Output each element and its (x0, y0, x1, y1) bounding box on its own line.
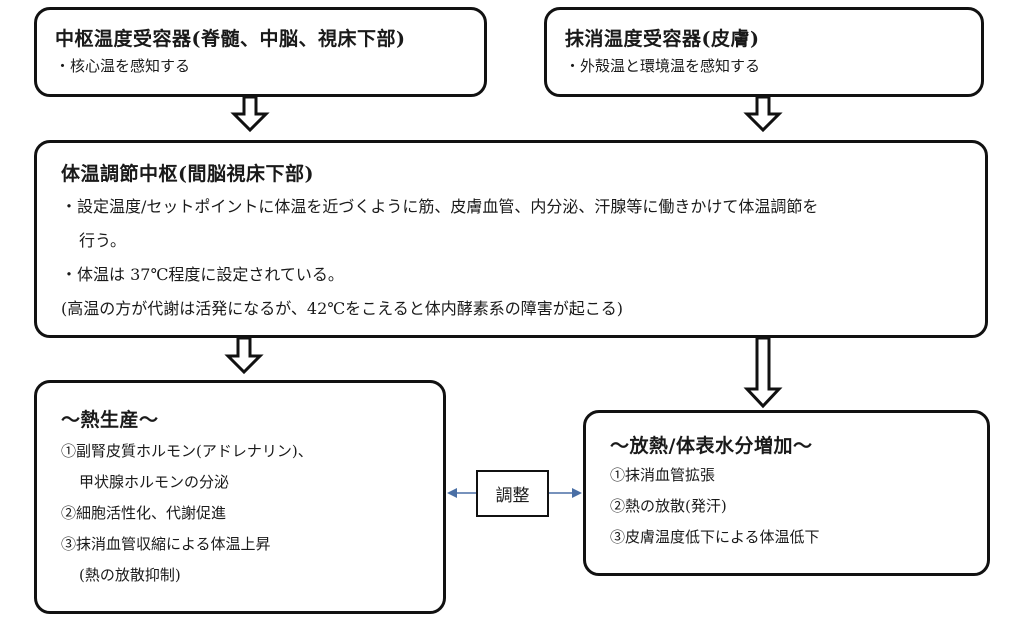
arrow-central-to-center (230, 95, 270, 133)
central-receptor-title: 中枢温度受容器(脊髄、中脳、視床下部) (55, 28, 406, 50)
heat-dissipation-item: ③皮膚温度低下による体温低下 (610, 528, 820, 546)
adjust-arrowhead-right (572, 488, 582, 498)
heat-dissipation-item: ①抹消血管拡張 (610, 466, 716, 484)
heat-production-item: ①副腎皮質ホルモン(アドレナリン)、 (61, 442, 313, 460)
peripheral-receptor-title: 抹消温度受容器(皮膚) (565, 28, 760, 50)
adjustment-box: 調整 (476, 470, 549, 517)
central-receptor-item: ・核心温を感知する (55, 57, 191, 75)
heat-dissipation-box: ～放熱/体表水分増加～ ①抹消血管拡張 ②熱の放散(発汗) ③皮膚温度低下による… (583, 410, 990, 576)
heat-dissipation-title: ～放熱/体表水分増加～ (610, 435, 813, 457)
heat-dissipation-item: ②熱の放散(発汗) (610, 497, 727, 515)
central-receptor-box: 中枢温度受容器(脊髄、中脳、視床下部) ・核心温を感知する (34, 7, 487, 97)
center-item-note: (高温の方が代謝は活発になるが、42℃をこえると体内酵素系の障害が起こる) (61, 299, 623, 318)
center-item-setpoint: ・設定温度/セットポイントに体温を近づくように筋、皮膚血管、内分泌、汗腺等に働き… (61, 197, 819, 216)
thermoregulation-center-title: 体温調節中枢(間脳視床下部) (61, 163, 314, 185)
arrow-center-to-heat-dissipation (743, 336, 783, 409)
arrow-center-to-heat-production (224, 336, 264, 375)
heat-production-item: ②細胞活性化、代謝促進 (61, 504, 227, 522)
adjustment-label: 調整 (495, 486, 530, 506)
adjust-arrowhead-left (447, 488, 457, 498)
arrow-peripheral-to-center (743, 95, 783, 133)
heat-production-item: ③抹消血管収縮による体温上昇 (61, 535, 271, 553)
peripheral-receptor-box: 抹消温度受容器(皮膚) ・外殻温と環境温を感知する (544, 7, 984, 97)
heat-production-item: 甲状腺ホルモンの分泌 (79, 473, 230, 491)
heat-production-title: ～熱生産～ (61, 409, 159, 431)
peripheral-receptor-item: ・外殻温と環境温を感知する (565, 57, 761, 75)
heat-production-item: (熱の放散抑制) (79, 566, 181, 584)
thermoregulation-center-box: 体温調節中枢(間脳視床下部) ・設定温度/セットポイントに体温を近づくように筋、… (34, 140, 988, 338)
heat-production-box: ～熱生産～ ①副腎皮質ホルモン(アドレナリン)、 甲状腺ホルモンの分泌 ②細胞活… (34, 380, 446, 614)
center-item-temperature: ・体温は 37℃程度に設定されている。 (61, 265, 344, 284)
center-item-setpoint-cont: 行う。 (79, 231, 127, 250)
